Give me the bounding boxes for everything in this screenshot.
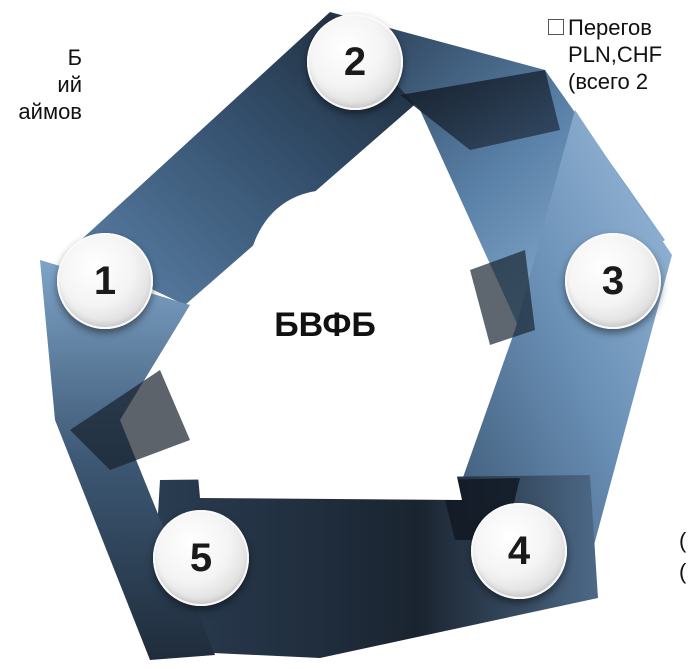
center-area — [185, 190, 462, 500]
checkbox-bullet-icon — [548, 19, 564, 35]
step-number: 2 — [343, 39, 367, 84]
right-text-line-1: Перегов — [568, 15, 652, 40]
step-number: 3 — [601, 258, 625, 303]
ribbon-fold-right — [470, 250, 535, 345]
ribbon-fold-left — [70, 370, 190, 470]
right-text-line-3: (всего 2 — [568, 69, 649, 94]
bottom-right-clipped-text: ( ( — [679, 527, 686, 589]
step-badge-1: 1 — [57, 233, 153, 329]
right-text-line-2: PLN,CHF — [568, 42, 663, 67]
right-clipped-text: Перегов PLN,CHF (всего 2 — [548, 14, 662, 95]
bottom-right-text-line: ( — [679, 559, 687, 584]
left-text-line: ий — [57, 72, 82, 97]
left-clipped-text: Б ий аймов — [0, 44, 82, 125]
ribbon-segment-3-4 — [455, 110, 672, 560]
left-text-line: аймов — [18, 99, 82, 124]
left-text-line: Б — [67, 45, 82, 70]
right-text-line: Перегов — [548, 14, 662, 41]
step-badge-2: 2 — [307, 14, 403, 110]
step-number: 5 — [189, 535, 213, 580]
step-badge-5: 5 — [153, 510, 249, 606]
step-badge-3: 3 — [565, 233, 661, 329]
step-badge-4: 4 — [471, 503, 567, 599]
ribbon-fold-top — [400, 70, 560, 150]
step-number: 4 — [507, 528, 531, 573]
center-label: БВФБ — [274, 306, 376, 344]
bottom-right-text-line: ( — [679, 528, 687, 553]
step-number: 1 — [93, 258, 117, 303]
